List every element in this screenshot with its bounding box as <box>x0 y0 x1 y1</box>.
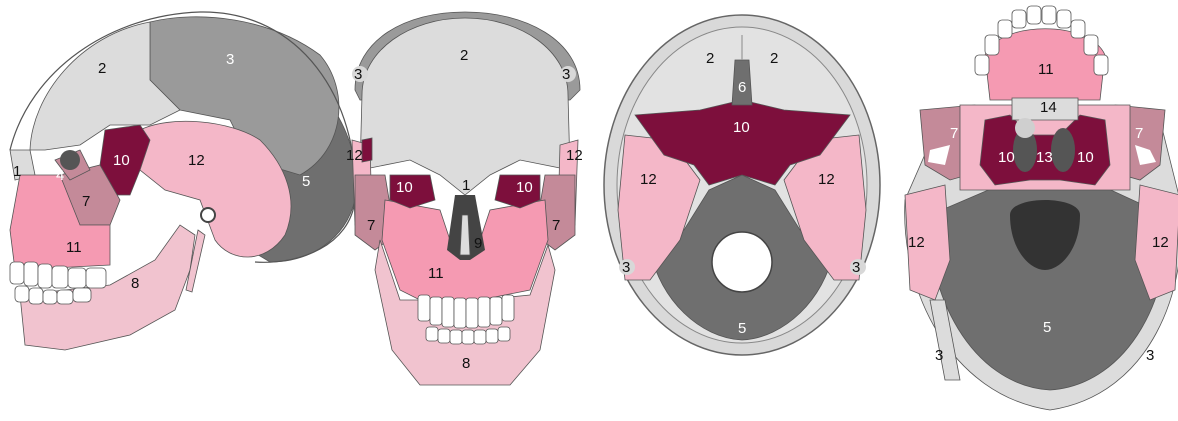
label-10-left: 10 <box>998 149 1015 166</box>
label-5: 5 <box>738 320 746 337</box>
label-3-right: 3 <box>852 259 860 276</box>
label-8: 8 <box>462 355 470 372</box>
label-10-left: 10 <box>396 179 413 196</box>
label-12-right: 12 <box>818 171 835 188</box>
label-6: 6 <box>738 79 746 96</box>
sphenoid-edge-left <box>362 138 372 162</box>
label-12-left: 12 <box>640 171 657 188</box>
label-3-right: 3 <box>562 66 570 83</box>
choana-right <box>1051 128 1075 172</box>
label-3: 3 <box>226 51 234 68</box>
label-1: 1 <box>462 177 470 194</box>
label-9: 9 <box>474 235 482 252</box>
frontal-bone <box>360 18 570 195</box>
label-12-right: 12 <box>1152 234 1169 251</box>
label-7-left: 7 <box>950 125 958 142</box>
label-10-right: 10 <box>1077 149 1094 166</box>
anterior-view: 2 3 3 12 12 10 10 1 7 7 9 11 8 <box>346 12 583 385</box>
label-11: 11 <box>66 239 82 256</box>
ear-canal <box>201 208 215 222</box>
label-5: 5 <box>1043 319 1051 336</box>
label-12: 12 <box>188 152 205 169</box>
label-5: 5 <box>302 173 310 190</box>
label-14: 14 <box>1040 99 1057 116</box>
label-10: 10 <box>733 119 750 136</box>
label-4: 4 <box>56 167 64 184</box>
label-2: 2 <box>98 60 106 77</box>
label-3-left: 3 <box>354 66 362 83</box>
label-3-right: 3 <box>1146 347 1154 364</box>
label-7-right: 7 <box>552 217 560 234</box>
label-2: 2 <box>460 47 468 64</box>
label-2-right: 2 <box>770 50 778 67</box>
label-7-left: 7 <box>367 217 375 234</box>
label-7-right: 7 <box>1135 125 1143 142</box>
label-12-left: 12 <box>346 147 363 164</box>
label-13: 13 <box>1036 149 1053 166</box>
label-11: 11 <box>428 265 444 282</box>
label-marker <box>1015 118 1035 138</box>
inferior-view: 11 14 7 7 10 13 10 12 12 5 3 3 <box>905 6 1178 410</box>
label-1: 1 <box>13 163 21 180</box>
label-8: 8 <box>131 275 139 292</box>
foramen-magnum <box>712 232 772 292</box>
label-10: 10 <box>113 152 130 169</box>
label-7: 7 <box>82 193 90 210</box>
label-12-left: 12 <box>908 234 925 251</box>
label-2-left: 2 <box>706 50 714 67</box>
label-12-right: 12 <box>566 147 583 164</box>
label-3-left: 3 <box>935 347 943 364</box>
lower-teeth <box>15 286 91 304</box>
upper-teeth <box>418 295 514 328</box>
label-3-left: 3 <box>622 259 630 276</box>
lateral-view: 2 3 1 4 10 12 5 7 11 8 <box>10 12 356 350</box>
vomer <box>460 215 470 255</box>
label-10-right: 10 <box>516 179 533 196</box>
superior-view: 2 2 6 10 12 12 3 3 5 <box>604 15 880 355</box>
label-11: 11 <box>1038 61 1054 78</box>
